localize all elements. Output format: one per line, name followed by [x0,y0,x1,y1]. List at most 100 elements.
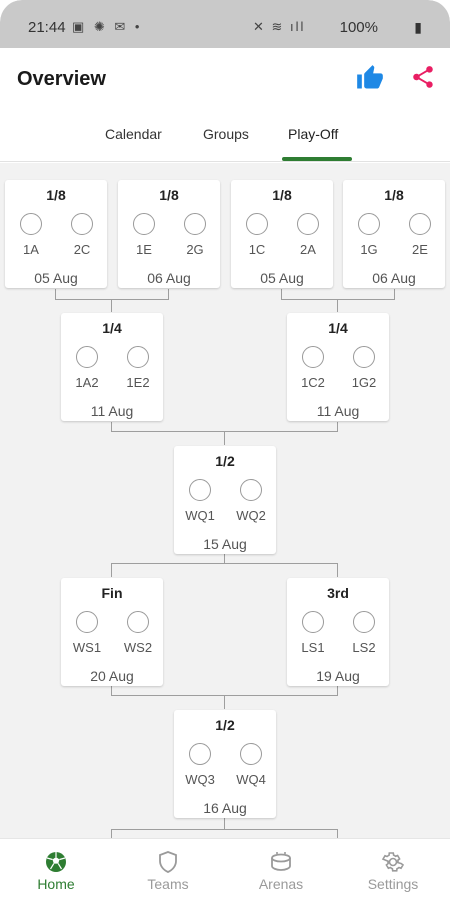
home-team: WQ1 [185,508,215,523]
signal-icons: ✕ ≋ ıll [253,19,306,34]
away-team: 2A [300,242,316,257]
away-team: WQ2 [236,508,266,523]
bracket-connector [55,299,169,300]
bracket-connector [337,829,338,838]
round-label: 1/8 [384,187,404,203]
team-logo-placeholder [246,213,268,235]
match-date: 16 Aug [203,800,247,816]
bracket-connector [111,686,112,695]
notification-icons: ▣ ✺ ✉ • [72,19,143,34]
bracket-connector [281,299,395,300]
battery-level: 100% [339,19,378,36]
team-logo-placeholder [358,213,380,235]
home-team: 1C2 [301,375,325,390]
match-card[interactable]: 1/8 1C 2A 05 Aug [231,180,333,288]
thumbs-up-icon[interactable] [356,64,386,94]
match-card[interactable]: 1/8 1A 2C 05 Aug [5,180,107,288]
team-logo-placeholder [240,743,262,765]
bracket-connector [168,289,169,299]
team-logo-placeholder [71,213,93,235]
home-team: WS1 [72,640,102,655]
home-team: LS1 [301,640,325,655]
team-logo-placeholder [297,213,319,235]
match-date: 19 Aug [316,668,360,684]
match-card[interactable]: 1/8 1G 2E 06 Aug [343,180,445,288]
match-date: 11 Aug [316,403,360,419]
bracket-connector [111,422,112,431]
away-team: 2G [186,242,204,257]
match-card[interactable]: Fin WS1 WS2 20 Aug [61,578,163,686]
nav-label: Arenas [258,876,304,892]
team-logo-placeholder [20,213,42,235]
bracket-connector [394,289,395,299]
away-team: 2C [73,242,91,257]
nav-settings[interactable]: Settings [337,839,449,900]
match-date: 05 Aug [34,270,78,286]
home-team: 1E [136,242,152,257]
round-label: Fin [101,585,123,601]
round-label: 1/2 [215,453,235,469]
round-label: 1/4 [328,320,348,336]
bracket-connector [337,422,338,431]
gear-icon [381,852,405,872]
arena-icon [271,852,291,871]
team-logo-placeholder [240,479,262,501]
shield-icon [159,851,177,873]
match-card[interactable]: 1/2 WQ1 WQ2 15 Aug [174,446,276,554]
round-label: 3rd [327,585,349,601]
active-tab-indicator [282,157,352,161]
app-header: Overview [0,48,450,110]
bracket-connector [337,563,338,577]
bracket-connector [224,431,225,445]
share-icon[interactable] [410,64,440,94]
match-date: 15 Aug [203,536,247,552]
tab-groups[interactable]: Groups [203,126,249,142]
nav-teams[interactable]: Teams [112,839,224,900]
round-label: 1/8 [272,187,292,203]
team-logo-placeholder [353,346,375,368]
away-team: WS2 [123,640,153,655]
tab-play-off[interactable]: Play-Off [288,126,339,142]
status-bar: 21:44 ▣ ✺ ✉ • 100% ▮ ✕ ≋ ıll [0,0,450,48]
team-logo-placeholder [189,479,211,501]
bracket-connector [224,554,225,563]
bracket-connector [224,695,225,709]
team-logo-placeholder [409,213,431,235]
match-card[interactable]: 1/2 WQ3 WQ4 16 Aug [174,710,276,818]
match-card[interactable]: 1/8 1E 2G 06 Aug [118,180,220,288]
bracket-connector [224,818,225,829]
bracket-connector [111,829,338,830]
team-logo-placeholder [133,213,155,235]
home-team: 1A2 [75,375,99,390]
bracket-connector [337,299,338,312]
match-date: 06 Aug [147,270,191,286]
match-card[interactable]: 3rd LS1 LS2 19 Aug [287,578,389,686]
round-label: 1/8 [46,187,66,203]
away-team: 1G2 [351,375,377,390]
away-team: 1E2 [126,375,150,390]
page-title: Overview [17,68,106,90]
away-team: LS2 [352,640,376,655]
home-team: 1A [23,242,39,257]
team-logo-placeholder [184,213,206,235]
match-date: 20 Aug [90,668,134,684]
team-logo-placeholder [302,611,324,633]
team-logo-placeholder [353,611,375,633]
match-card[interactable]: 1/4 1A2 1E2 11 Aug [61,313,163,421]
nav-home[interactable]: Home [0,839,112,900]
match-date: 06 Aug [372,270,416,286]
home-team: 1C [248,242,266,257]
away-team: 2E [412,242,428,257]
match-card[interactable]: 1/4 1C2 1G2 11 Aug [287,313,389,421]
playoff-bracket: 1/8 1A 2C 05 Aug 1/8 1E 2G 06 Aug 1/8 1C… [0,163,450,838]
round-label: 1/2 [215,717,235,733]
home-team: 1G [360,242,378,257]
team-logo-placeholder [302,346,324,368]
match-date: 11 Aug [90,403,134,419]
team-logo-placeholder [127,611,149,633]
nav-arenas[interactable]: Arenas [225,839,337,900]
match-date: 05 Aug [260,270,304,286]
bracket-connector [111,829,112,838]
tab-calendar[interactable]: Calendar [105,126,162,142]
